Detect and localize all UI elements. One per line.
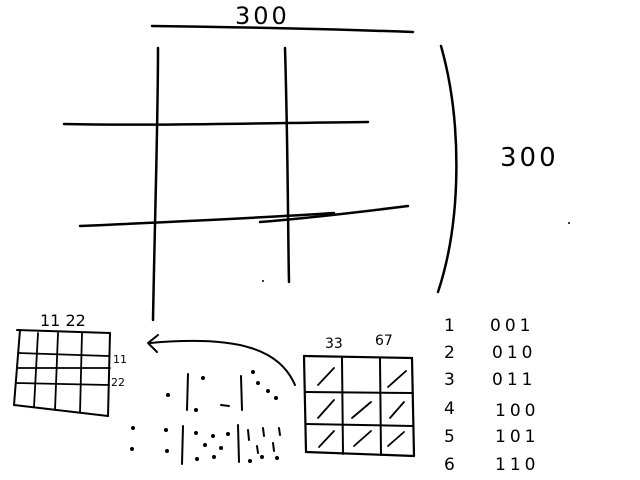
small-grid-line xyxy=(79,332,83,414)
hatch-marks xyxy=(317,367,407,448)
binary-index: 4 xyxy=(444,399,455,419)
dot-pattern xyxy=(130,370,281,465)
binary-code: 100 xyxy=(495,401,539,421)
dash-mark xyxy=(240,375,243,411)
curved-arrow-line xyxy=(149,339,296,386)
stray-dot xyxy=(568,222,570,224)
grid-line-horizontal-bottom-extension xyxy=(258,204,410,224)
binary-code: 101 xyxy=(495,427,539,447)
small-grid-line xyxy=(15,382,110,386)
small-grid-side-label: 11 xyxy=(113,353,127,366)
large-grid: 300 300 xyxy=(62,2,559,322)
binary-code: 011 xyxy=(492,370,536,390)
side-dimension-label: 300 xyxy=(500,143,559,173)
binary-table: 1 001 2 010 3 011 4 100 5 101 6 110 xyxy=(444,316,539,475)
grid-line-vertical-right xyxy=(283,46,291,284)
dash-mark xyxy=(272,442,275,452)
small-grid-line xyxy=(33,332,39,408)
pattern-grid: 33 67 xyxy=(302,333,416,458)
top-dimension-line xyxy=(150,24,415,34)
binary-index: 6 xyxy=(444,455,455,475)
pattern-grid-line xyxy=(379,357,382,456)
dash-mark xyxy=(247,429,250,441)
dash-mark xyxy=(220,404,230,407)
small-grid-border xyxy=(13,404,109,417)
dash-mark xyxy=(186,373,189,411)
grid-line-vertical-left xyxy=(151,46,160,322)
arrowhead-icon xyxy=(147,334,159,353)
binary-index: 1 xyxy=(444,316,455,336)
pattern-grid-line xyxy=(341,357,344,455)
grid-line-horizontal-top xyxy=(62,120,370,126)
pattern-grid-border xyxy=(302,354,414,360)
dash-mark xyxy=(237,424,240,463)
pattern-grid-border xyxy=(410,356,416,458)
dash-mark xyxy=(256,445,259,454)
pattern-grid-border xyxy=(304,450,416,458)
pattern-grid-line xyxy=(305,423,414,427)
pattern-grid-col-label: 33 xyxy=(325,336,343,352)
binary-index: 3 xyxy=(444,370,455,390)
stray-dot xyxy=(262,280,264,282)
dash-mark xyxy=(181,425,184,465)
pattern-grid-border xyxy=(302,354,308,454)
top-dimension-label: 300 xyxy=(235,2,290,30)
pattern-grid-col-label: 67 xyxy=(375,333,393,349)
side-dimension-bracket xyxy=(436,44,458,294)
small-grid-border xyxy=(16,329,111,334)
pattern-dots xyxy=(130,370,279,463)
small-grid-label: 11 22 xyxy=(40,311,86,330)
grid-line-horizontal-bottom xyxy=(78,211,336,228)
dash-mark xyxy=(278,427,281,436)
small-grid-border xyxy=(107,332,111,417)
small-grid-line xyxy=(17,352,109,357)
binary-code: 110 xyxy=(495,455,539,475)
curved-arrow xyxy=(147,334,296,386)
binary-index: 5 xyxy=(444,427,455,447)
dash-mark xyxy=(262,427,265,437)
small-grid-line xyxy=(54,332,59,411)
binary-code: 010 xyxy=(492,343,536,363)
pattern-grid-line xyxy=(304,391,414,394)
binary-code: 001 xyxy=(490,316,534,336)
binary-index: 2 xyxy=(444,343,455,363)
small-grid: 11 22 11 22 xyxy=(13,311,127,417)
small-grid-side-label: 22 xyxy=(111,376,125,389)
